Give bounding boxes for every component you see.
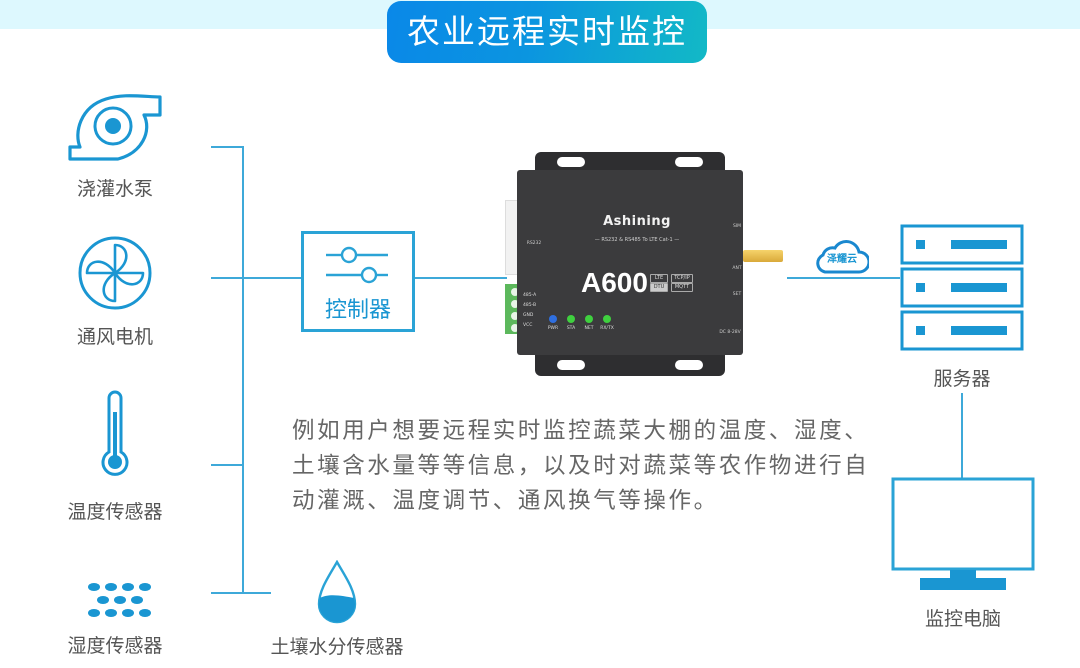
label-server: 服务器 <box>933 368 991 390</box>
monitor-icon <box>891 477 1035 590</box>
led-sta <box>567 315 575 323</box>
controller-label: 控制器 <box>324 298 391 323</box>
label-water-pump: 浇灌水泵 <box>76 178 153 200</box>
led-rxtx <box>603 315 611 323</box>
led-pwr <box>549 315 557 323</box>
controller-box: 控制器 <box>301 231 415 332</box>
bus-vertical-line <box>242 146 244 594</box>
label-humidity-sensor: 湿度传感器 <box>67 635 163 657</box>
label-monitor-pc: 监控电脑 <box>924 608 1001 630</box>
fan-icon <box>78 236 152 310</box>
thermometer-icon <box>101 390 129 476</box>
server-rack-icon <box>900 224 1024 351</box>
connector-humidity-soil <box>211 592 271 594</box>
sliders-icon <box>326 246 388 284</box>
connector-dtu-server <box>787 277 900 279</box>
label-fan-motor: 通风电机 <box>76 326 153 348</box>
dtu-device: Ashining — RS232 & RS485 To LTE Cat-1 — … <box>517 152 743 376</box>
device-brand: Ashining <box>603 214 671 229</box>
water-drop-icon <box>317 560 357 624</box>
antenna-connector <box>743 250 783 262</box>
description-text: 例如用户想要远程实时监控蔬菜大棚的温度、湿度、土壤含水量等等信息，以及时对蔬菜等… <box>292 418 870 514</box>
connector-pump <box>211 146 244 148</box>
page-title: 农业远程实时监控 <box>387 1 707 63</box>
connector-temperature <box>211 464 244 466</box>
device-model: A600 <box>581 267 648 298</box>
water-pump-icon <box>68 94 162 161</box>
led-net <box>585 315 593 323</box>
label-temperature-sensor: 温度传感器 <box>67 501 163 523</box>
terminal-block <box>505 284 519 334</box>
connector-controller-dtu <box>415 277 507 279</box>
cloud-label: 泽耀云 <box>827 254 857 265</box>
port-label: RS232 <box>526 241 542 246</box>
label-soil-moisture-sensor: 土壤水分传感器 <box>270 636 404 658</box>
cloud-icon <box>816 240 869 274</box>
connector-server-monitor <box>961 393 963 478</box>
connector-fan-controller <box>211 277 301 279</box>
device-subtitle: — RS232 & RS485 To LTE Cat-1 — <box>594 237 680 243</box>
humidity-dots-icon <box>88 583 151 617</box>
